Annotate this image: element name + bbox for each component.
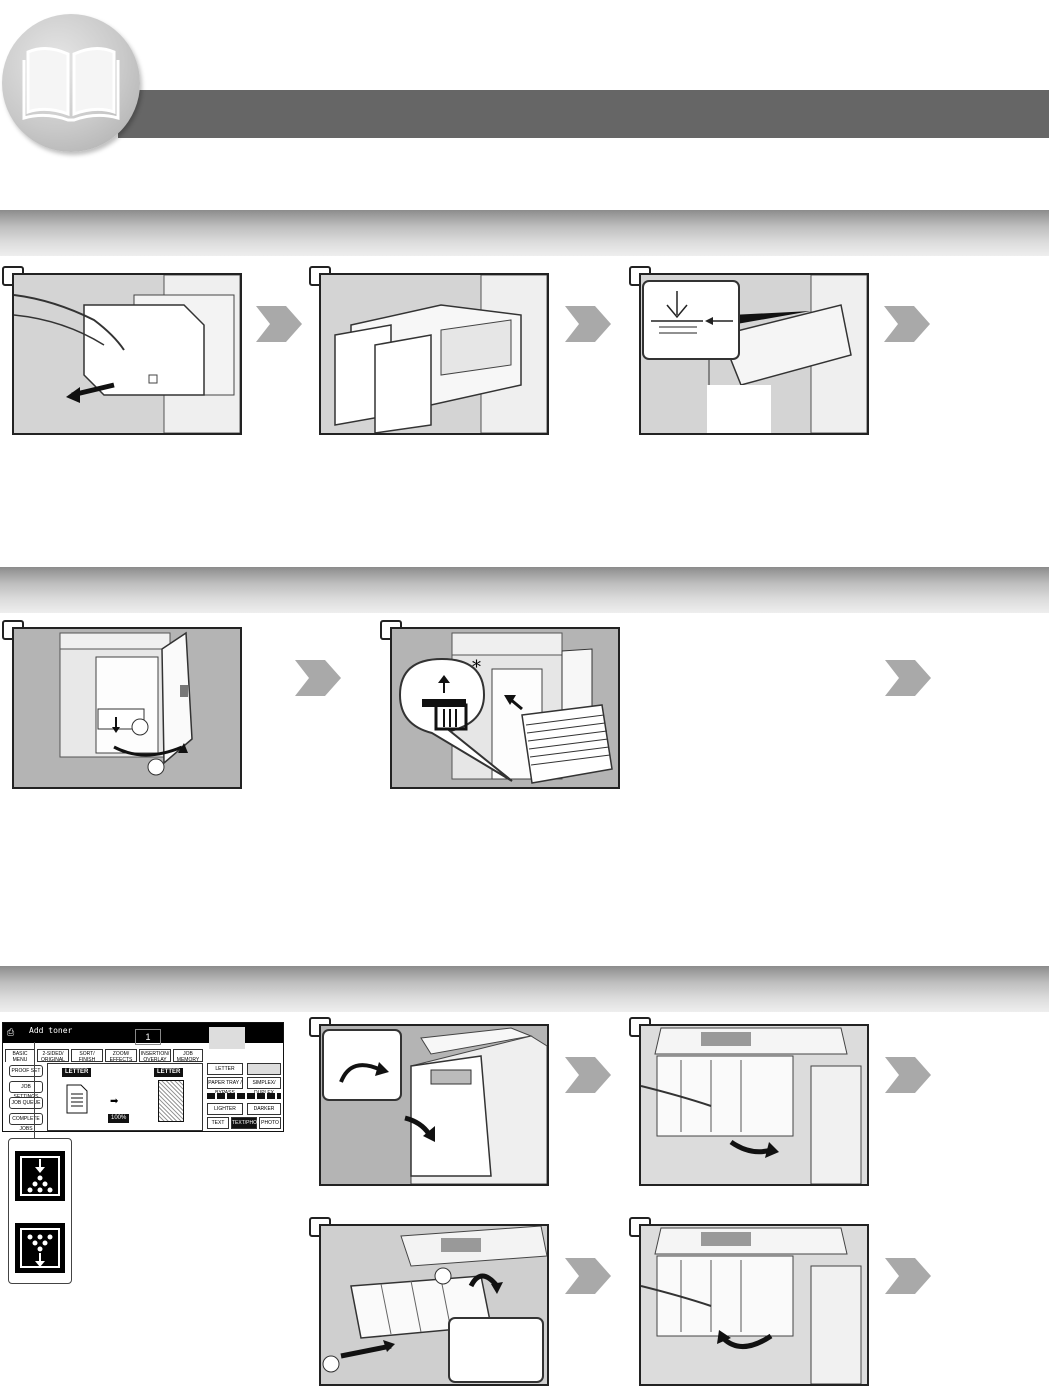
machine-icon: [209, 1027, 245, 1049]
step-illustration-paper-limit: [639, 273, 869, 435]
copy-count: 1: [135, 1029, 161, 1045]
next-step-arrow-icon: [882, 304, 932, 344]
step-illustration-pull-out-tray: [12, 273, 242, 435]
zoom-percent: 100%: [108, 1114, 129, 1123]
next-step-arrow-icon: [563, 304, 613, 344]
next-step-arrow-icon: [883, 658, 933, 698]
next-step-arrow-icon: [254, 304, 304, 344]
section-bar-3: [0, 966, 1049, 1012]
manual-logo: [2, 14, 140, 152]
job-settings-button[interactable]: JOB SETTINGS: [9, 1081, 43, 1093]
next-step-arrow-icon: [563, 1256, 613, 1296]
step-illustration-pull-toner-holder: [639, 1024, 869, 1186]
paper-size-button[interactable]: LETTER: [207, 1063, 243, 1075]
darker-button[interactable]: DARKER: [247, 1103, 281, 1115]
next-step-arrow-icon: [563, 1055, 613, 1095]
tab-sort-finish[interactable]: SORT/ FINISH: [71, 1049, 103, 1062]
tab-2-sided[interactable]: 2-SIDED/ ORIGINAL: [37, 1049, 69, 1062]
printer-icon: ⎙: [7, 1027, 14, 1038]
text-mode-button[interactable]: TEXT: [207, 1117, 229, 1129]
callout-leader-line: [34, 1042, 35, 1140]
step-illustration-open-lcc-door: [12, 627, 242, 789]
complete-jobs-button[interactable]: COMPLETE JOBS: [9, 1113, 43, 1125]
copy-size-label: LETTER: [154, 1068, 183, 1077]
tab-basic-menu[interactable]: BASIC MENU: [5, 1049, 35, 1062]
lighter-button[interactable]: LIGHTER: [207, 1103, 243, 1115]
open-book-icon: [16, 32, 126, 132]
photo-mode-button[interactable]: PHOTO: [259, 1117, 281, 1129]
header-bar: [118, 90, 1049, 138]
status-message: Add toner: [29, 1026, 72, 1035]
simplex-duplex-button[interactable]: SIMPLEX/ DUPLEX: [247, 1077, 281, 1089]
direction-arrow-icon: ➡: [110, 1096, 118, 1107]
tab-job-memory[interactable]: JOB MEMORY: [173, 1049, 203, 1062]
step-illustration-load-paper: *: [390, 627, 620, 789]
next-step-arrow-icon: [293, 658, 343, 698]
section-bar-2: [0, 567, 1049, 613]
proof-set-button[interactable]: PROOF SET: [9, 1065, 43, 1077]
paper-tray-button[interactable]: PAPER TRAY / BYPASS: [207, 1077, 243, 1089]
duplex-icon-button[interactable]: [247, 1063, 281, 1075]
job-queue-button[interactable]: JOB QUEUE: [9, 1097, 43, 1109]
toner-icons-callout: [8, 1138, 72, 1284]
original-document-icon: [66, 1084, 88, 1114]
step-illustration-open-tray: [319, 273, 549, 435]
next-step-arrow-icon: [883, 1055, 933, 1095]
step-illustration-open-front-cover: [319, 1024, 549, 1186]
step-illustration-close-toner-holder: [639, 1224, 869, 1386]
original-size-label: LETTER: [62, 1068, 91, 1077]
tab-insertion[interactable]: INSERTION/ OVERLAY: [139, 1049, 171, 1062]
copy-preview-area: LETTER LETTER ➡ 100%: [47, 1063, 203, 1131]
copy-paper-icon: [158, 1080, 184, 1122]
add-toner-icon: [15, 1151, 65, 1201]
section-bar-1: [0, 210, 1049, 256]
footnote-asterisk: *: [472, 657, 481, 678]
control-panel-screen: ⎙ Add toner 1 BASIC MENU 2-SIDED/ ORIGIN…: [2, 1022, 284, 1132]
next-step-arrow-icon: [883, 1256, 933, 1296]
step-illustration-insert-toner: [319, 1224, 549, 1386]
tab-zoom-effects[interactable]: ZOOM/ EFFECTS: [105, 1049, 137, 1062]
text-photo-mode-button[interactable]: TEXT/PHOTO: [231, 1117, 257, 1129]
density-scale: [207, 1093, 281, 1099]
toner-empty-icon: [15, 1223, 65, 1273]
